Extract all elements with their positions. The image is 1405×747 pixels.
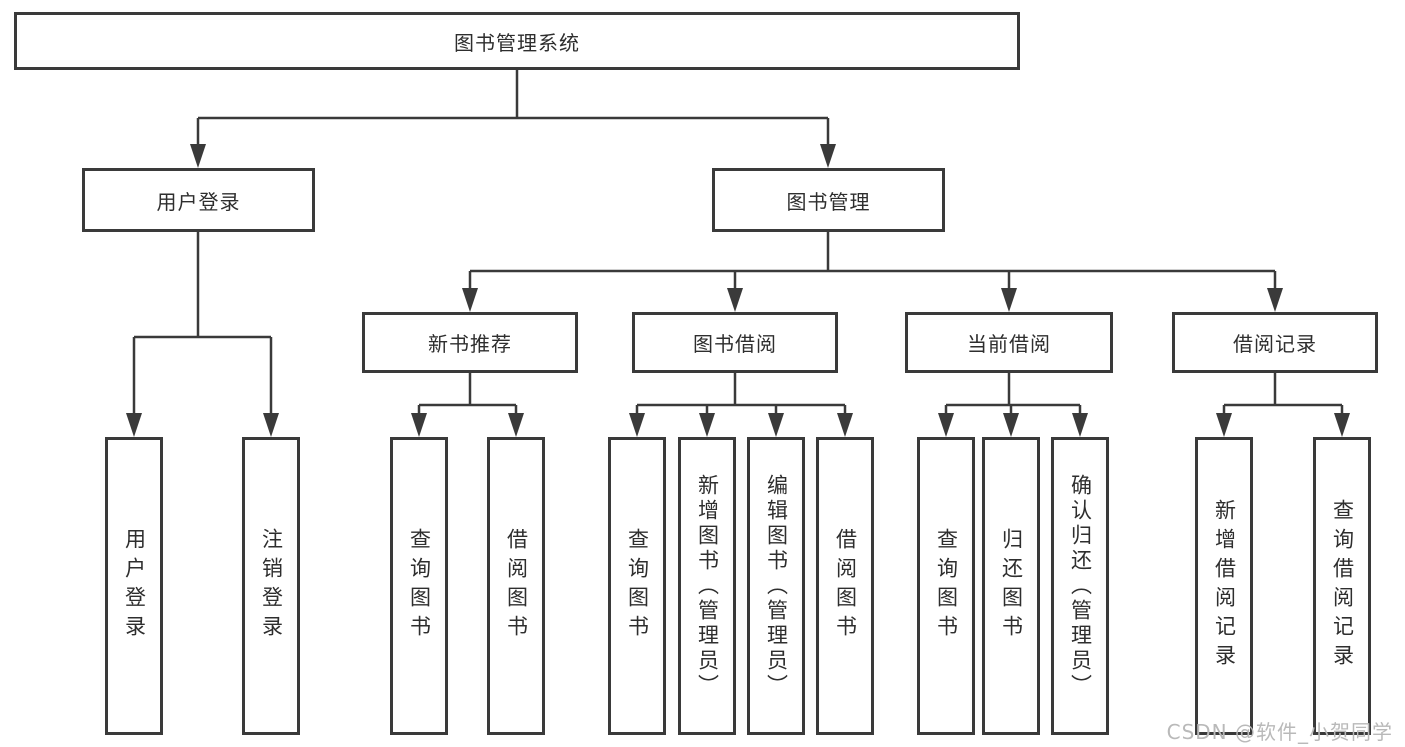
leaf-query-books-recommend: 查询图书 (390, 437, 448, 735)
node-root: 图书管理系统 (14, 12, 1020, 70)
leaf-confirm-return-admin: 确认归还（管理员） (1051, 437, 1109, 735)
leaf-add-borrow-record: 新增借阅记录 (1195, 437, 1253, 735)
node-borrowing-records: 借阅记录 (1172, 312, 1378, 373)
leaf-add-books-admin: 新增图书（管理员） (678, 437, 736, 735)
leaf-user-login: 用户登录 (105, 437, 163, 735)
node-new-book-recommend: 新书推荐 (362, 312, 578, 373)
node-user-login: 用户登录 (82, 168, 315, 232)
node-current-borrowing: 当前借阅 (905, 312, 1113, 373)
node-book-borrowing: 图书借阅 (632, 312, 838, 373)
leaf-query-books-borrowing: 查询图书 (608, 437, 666, 735)
leaf-edit-books-admin: 编辑图书（管理员） (747, 437, 805, 735)
arrowheads (126, 144, 1350, 437)
leaf-borrow-books-recommend: 借阅图书 (487, 437, 545, 735)
node-book-management: 图书管理 (712, 168, 945, 232)
leaf-query-borrow-record: 查询借阅记录 (1313, 437, 1371, 735)
leaf-query-books-current: 查询图书 (917, 437, 975, 735)
leaf-logout-login: 注销登录 (242, 437, 300, 735)
leaf-borrow-books-borrowing: 借阅图书 (816, 437, 874, 735)
leaf-return-books: 归还图书 (982, 437, 1040, 735)
csdn-watermark: CSDN @软件_小贺同学 (1166, 720, 1393, 744)
